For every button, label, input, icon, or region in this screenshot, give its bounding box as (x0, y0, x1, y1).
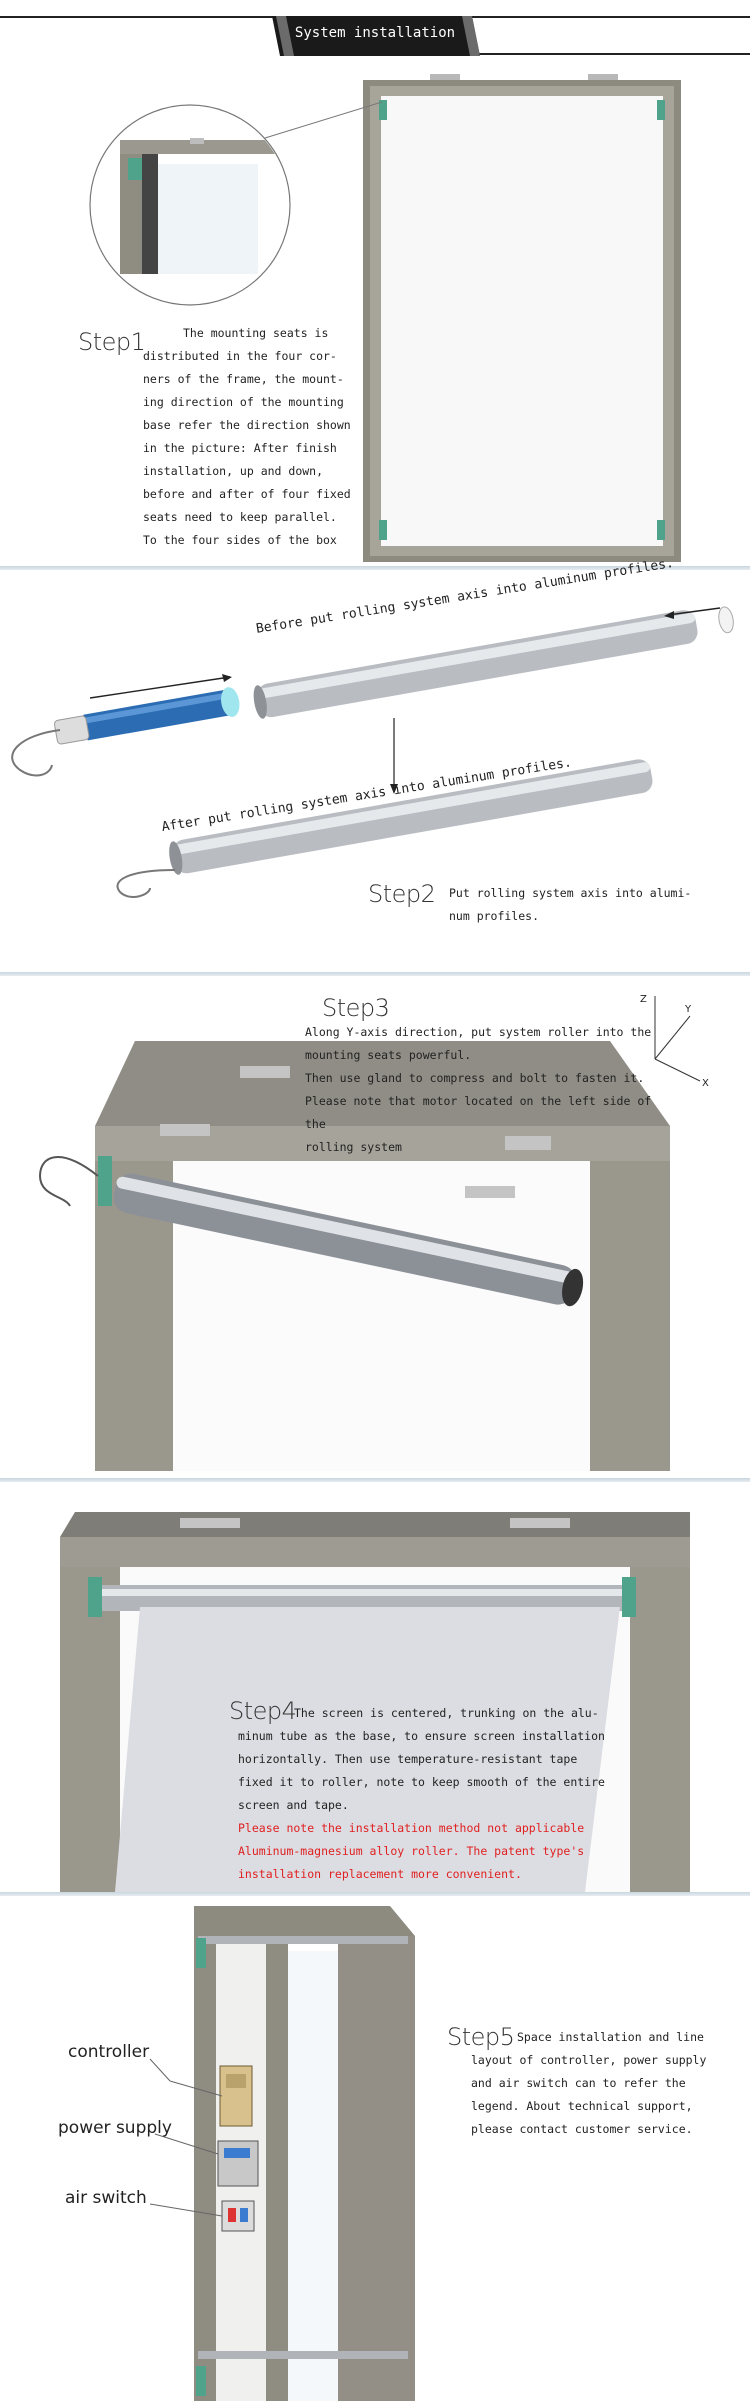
callout-controller: controller (68, 2042, 150, 2062)
step1-line: The mounting seats is (183, 326, 329, 340)
step4-description: The screen is centered, trunking on the … (238, 1702, 618, 1817)
step5-description: Space installation and line layout of co… (471, 2026, 741, 2141)
step2-section: Before put rolling system axis into alum… (0, 556, 750, 970)
page-title: System installation (294, 25, 456, 41)
step5-line: please contact customer service. (471, 2122, 693, 2136)
step1-section: Step1 The mounting seats is distributed … (0, 60, 750, 565)
step4-line: The screen is centered, trunking on the … (294, 1706, 599, 1720)
step4-warning-line: Please note the installation method not … (238, 1821, 585, 1835)
section-divider (0, 1892, 750, 1896)
step4-screen-illustration (60, 1512, 690, 1892)
step5-electrical-illustration (149, 1906, 415, 2401)
step3-line: Please note that motor located on the le… (305, 1094, 652, 1131)
step3-line: mounting seats powerful. (305, 1048, 472, 1062)
callout-power-supply: power supply (58, 2118, 172, 2138)
step1-line: before and after of four fixed (143, 487, 351, 501)
step1-line: ing direction of the mounting (143, 395, 344, 409)
section-divider (0, 566, 750, 570)
axis-label-y: Y (685, 1004, 692, 1015)
step4-warning-line: Aluminum-magnesium alloy roller. The pat… (238, 1844, 585, 1858)
step2-rolling-illustration (11, 606, 734, 898)
callout-air-switch: air switch (65, 2188, 147, 2208)
step3-line: Along Y-axis direction, put system rolle… (305, 1025, 652, 1039)
step1-line: in the picture: After finish (143, 441, 337, 455)
section-divider (0, 1478, 750, 1482)
step4-line: horizontally. Then use temperature-resis… (238, 1752, 578, 1766)
step3-roller-illustration (38, 996, 701, 1471)
section-divider (0, 972, 750, 976)
step1-line: installation, up and down, (143, 464, 324, 478)
step3-line: rolling system (305, 1140, 402, 1154)
step4-line: screen and tape. (238, 1798, 349, 1812)
step2-line: num profiles. (449, 909, 540, 923)
step4-warning-line: installation replacement more convenient… (238, 1867, 522, 1881)
step2-line: Put rolling system axis into alumi- (449, 886, 692, 900)
step1-line: seats need to keep parallel. (143, 510, 337, 524)
step2-label: Step2 (368, 880, 436, 908)
step3-label: Step3 (322, 994, 390, 1022)
step4-warning: Please note the installation method not … (238, 1817, 618, 1886)
step4-section: Step4 The screen is centered, trunking o… (0, 1482, 750, 1892)
step4-line: minum tube as the base, to ensure screen… (238, 1729, 605, 1743)
header-rule-bottom (455, 53, 750, 55)
step5-line: legend. About technical support, (471, 2099, 693, 2113)
step5-section: controller power supply air switch Step5… (0, 1896, 750, 2401)
step3-section: Z Y X Step3 Along Y-axis direction, put … (0, 976, 750, 1476)
header-bar: System installation (0, 0, 750, 60)
step1-line: distributed in the four cor- (143, 349, 337, 363)
step4-label: Step4 (229, 1697, 297, 1725)
header-tab-shape (272, 16, 480, 56)
step3-description: Along Y-axis direction, put system rolle… (305, 1021, 675, 1159)
step5-label: Step5 (447, 2023, 515, 2051)
step2-description: Put rolling system axis into alumi- num … (449, 882, 739, 928)
step1-label: Step1 (78, 328, 146, 356)
axis-label-z: Z (640, 994, 647, 1005)
axis-label-x: X (702, 1078, 709, 1089)
step4-line: fixed it to roller, note to keep smooth … (238, 1775, 605, 1789)
step1-line: To the four sides of the box (143, 533, 337, 547)
step5-line: layout of controller, power supply (471, 2053, 707, 2067)
step3-line: Then use gland to compress and bolt to f… (305, 1071, 645, 1085)
step1-line: ners of the frame, the mount- (143, 372, 344, 386)
step1-frame-illustration (89, 74, 681, 562)
step5-line: Space installation and line (517, 2030, 704, 2044)
step1-line: base refer the direction shown (143, 418, 351, 432)
step5-line: and air switch can to refer the (471, 2076, 686, 2090)
step1-description: The mounting seats is distributed in the… (143, 322, 353, 552)
